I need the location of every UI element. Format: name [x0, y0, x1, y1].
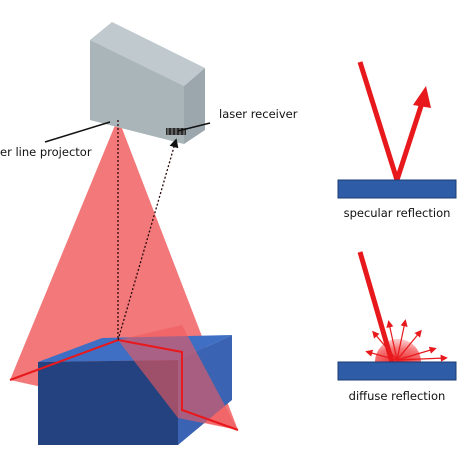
- object-front-face: [38, 360, 178, 445]
- scatter-ray-1: [365, 349, 398, 361]
- diffuse-incident-ray: [357, 251, 395, 363]
- sensor-head: [90, 22, 205, 144]
- reflected-ray: [117, 138, 179, 341]
- specular-reflection-panel: specular reflection: [337, 61, 457, 220]
- device-top-face: [90, 22, 205, 86]
- scatter-ray-4: [396, 319, 408, 361]
- laser-line: [9, 338, 239, 431]
- laser-receiver-leader: [177, 122, 211, 132]
- specular-incident-ray: [357, 61, 400, 181]
- laser-receiver-label: laser receiver: [219, 107, 298, 121]
- diffuse-surface: [337, 361, 457, 381]
- scatter-ray-3: [386, 320, 398, 361]
- specular-surface: [337, 179, 457, 199]
- scatter-ray-6: [396, 346, 437, 361]
- specular-label: specular reflection: [344, 206, 451, 220]
- line-projector-label: er line projector: [0, 145, 92, 159]
- specular-arrowhead: [413, 86, 431, 108]
- line-projector-leader: [44, 121, 111, 143]
- scatter-ray-5: [396, 329, 422, 361]
- diffuse-reflection-panel: diffuse reflection: [337, 251, 457, 403]
- laser-fan-overlay: [118, 325, 238, 430]
- specular-reflected-ray: [394, 102, 425, 181]
- scatter-ray-2: [372, 330, 398, 361]
- diffuse-label: diffuse reflection: [349, 389, 446, 403]
- scatter-ray-7: [396, 354, 448, 362]
- device-left-face: [90, 40, 184, 144]
